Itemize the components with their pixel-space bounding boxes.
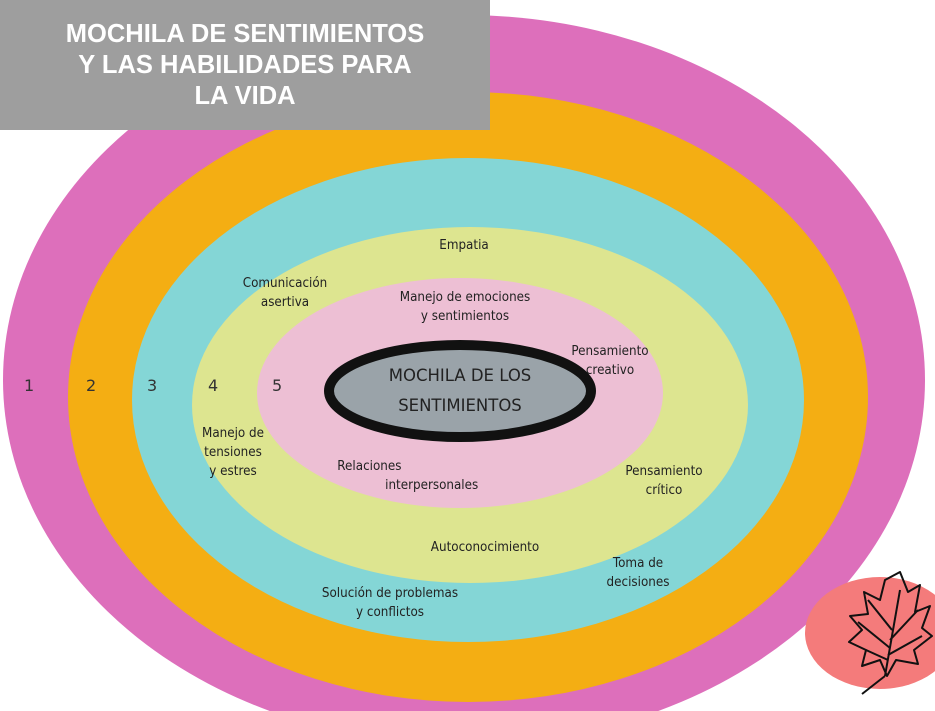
label-pensamiento-critico-line-2: crítico [645,483,683,498]
label-relaciones-line-1: Relaciones [337,459,402,474]
label-relaciones: Relaciones interpersonales [324,457,479,495]
center-ellipse [324,340,596,442]
label-toma-line-1: Toma de [612,556,664,571]
label-pensamiento-creativo-line-2: creativo [585,363,635,378]
label-solucion-problemas: Solución de problemas y conflictos [307,584,473,622]
label-solucion-line-1: Solución de problemas [321,586,459,601]
label-manejo-tensiones-line-2: tensiones [204,445,262,460]
label-pensamiento-critico-line-1: Pensamiento [625,464,703,479]
label-manejo-tensiones-line-3: y estres [209,464,257,479]
maple-leaf-icon [848,571,933,695]
label-manejo-emociones: Manejo de emociones y sentimientos [387,288,543,326]
label-toma-line-2: decisiones [606,575,670,590]
ring-number-3: 3 [147,376,158,395]
label-autoconocimiento: Autoconocimiento [430,540,540,555]
ring-number-4: 4 [208,376,219,395]
ring-number-1: 1 [24,376,35,395]
label-relaciones-line-2: interpersonales [385,478,479,493]
label-manejo-emociones-line-1: Manejo de emociones [399,290,531,305]
label-pensamiento-creativo: Pensamiento creativo [564,342,656,380]
ring-number-5: 5 [272,376,283,395]
ring-number-2: 2 [86,376,97,395]
title-line-1: MOCHILA DE SENTIMIENTOS [65,19,425,48]
label-comunicacion-line-1: Comunicación [242,276,328,291]
leaf-badge [805,571,935,695]
center-label-line-2: SENTIMIENTOS [398,396,522,415]
label-comunicacion-line-2: asertiva [260,295,310,310]
title-banner: MOCHILA DE SENTIMIENTOS Y LAS HABILIDADE… [0,0,490,130]
label-comunicacion-asertiva: Comunicación asertiva [234,274,335,312]
center-label-line-1: MOCHILA DE LOS [388,366,532,385]
label-manejo-tensiones: Manejo de tensiones y estres [195,424,270,481]
title-line-2: Y LAS HABILIDADES PARA [78,50,412,79]
label-empatia: Empatia [439,238,489,253]
center-label: MOCHILA DE LOS SENTIMIENTOS [360,361,560,421]
label-manejo-emociones-line-2: y sentimientos [420,309,510,324]
title-line-3: LA VIDA [194,81,296,110]
label-solucion-line-2: y conflictos [355,605,425,620]
label-toma-decisiones: Toma de decisiones [599,554,676,592]
label-manejo-tensiones-line-1: Manejo de [202,426,264,441]
label-pensamiento-creativo-line-1: Pensamiento [571,344,649,359]
label-pensamiento-critico: Pensamiento crítico [618,462,710,500]
